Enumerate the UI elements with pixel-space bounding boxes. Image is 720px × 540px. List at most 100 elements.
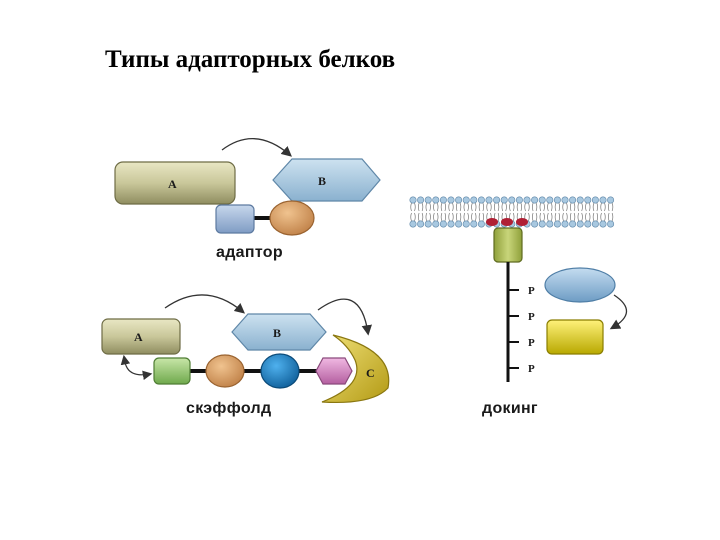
docking-caption: докинг	[482, 400, 538, 417]
scaffold-arrow-c	[317, 298, 372, 336]
phosphosite-label: P	[528, 337, 535, 349]
phosphosite-label: P	[528, 311, 535, 323]
scaffold-protein-a	[101, 318, 181, 355]
lipid-tail	[608, 212, 614, 222]
lipid-tail	[440, 212, 446, 222]
lipid-head	[508, 196, 516, 204]
lipid-tail	[600, 212, 606, 222]
lipid-head	[576, 196, 584, 204]
lipid-head	[455, 196, 463, 204]
lipid-head	[493, 196, 501, 204]
scaffold-protein-b	[231, 313, 327, 351]
lipid-head	[576, 220, 584, 228]
lipid-tail	[554, 212, 560, 222]
scaffold-protein-b-label: B	[273, 326, 281, 340]
lipid-head	[591, 220, 599, 228]
scaffold-protein-a-label: A	[134, 330, 143, 344]
lipid-tail	[577, 202, 583, 212]
lipid-tail	[448, 212, 454, 222]
lipid-head	[477, 196, 485, 204]
lipid-tail	[418, 202, 424, 212]
lipid-tail	[471, 202, 477, 212]
phosphosite-label: P	[528, 363, 535, 375]
phosphosite-label: P	[528, 285, 535, 297]
adaptor-panel: A B адаптор	[114, 138, 381, 261]
lipid-tail	[501, 202, 507, 212]
lipid-head	[424, 196, 432, 204]
lipid-head	[424, 220, 432, 228]
lipid-head	[599, 196, 607, 204]
lipid-head	[447, 196, 455, 204]
lipid-head	[538, 196, 546, 204]
lipid-tail	[456, 202, 462, 212]
lipid-head	[432, 220, 440, 228]
scaffold-arrow-ab	[164, 294, 245, 314]
lipid-head	[561, 220, 569, 228]
lipid-head	[417, 220, 425, 228]
scaffold-caption: скэффолд	[186, 400, 271, 417]
lipid-tail	[592, 212, 598, 222]
lipid-head	[462, 196, 470, 204]
adaptor-square-domain	[215, 204, 255, 234]
lipid-tail	[478, 202, 484, 212]
lipid-head	[462, 220, 470, 228]
docking-yellow-block	[546, 319, 604, 355]
lipid-tail	[463, 202, 469, 212]
lipid-tail	[448, 202, 454, 212]
lipid-tail	[410, 202, 416, 212]
lipid-tail	[570, 202, 576, 212]
lipid-tail	[608, 202, 614, 212]
lipid-head	[439, 196, 447, 204]
lipid-tail	[516, 202, 522, 212]
lipid-head	[569, 196, 577, 204]
lipid-tail	[585, 212, 591, 222]
lipid-head	[531, 220, 539, 228]
lipid-head	[569, 220, 577, 228]
lipid-tail	[554, 202, 560, 212]
lipid-head	[470, 220, 478, 228]
lipid-tail	[471, 212, 477, 222]
lipid-head	[591, 196, 599, 204]
adaptor-protein-a-label: A	[168, 177, 177, 191]
lipid-tail	[463, 212, 469, 222]
receptor-base	[493, 227, 523, 263]
adaptor-caption: адаптор	[216, 244, 283, 261]
phosphosites: P P P P	[508, 285, 535, 375]
lipid-head	[409, 196, 417, 204]
lipid-tail	[532, 202, 538, 212]
docking-blue-oval	[544, 267, 616, 303]
lipid-head	[515, 196, 523, 204]
lipid-tail	[592, 202, 598, 212]
lipid-tail	[425, 212, 431, 222]
lipid-head	[523, 196, 531, 204]
lipid-head	[553, 220, 561, 228]
lipid-tail	[539, 202, 545, 212]
lipid-tail	[433, 202, 439, 212]
lipid-head	[447, 220, 455, 228]
adaptor-arrow	[221, 138, 292, 157]
adaptor-protein-b-label: B	[318, 174, 326, 188]
lipid-tail	[562, 202, 568, 212]
lipid-tail	[524, 202, 530, 212]
scaffold-protein-c-label: C	[366, 366, 375, 380]
lipid-tail	[547, 202, 553, 212]
scaffold-blue-domain	[260, 353, 300, 389]
lipid-tail	[509, 202, 515, 212]
receptor-head-3	[516, 218, 528, 226]
lipid-tail	[585, 202, 591, 212]
lipid-head	[477, 220, 485, 228]
docking-panel: P P P P докинг	[409, 196, 628, 417]
lipid-head	[538, 220, 546, 228]
lipid-head	[470, 196, 478, 204]
lipid-head	[531, 196, 539, 204]
lipid-tail	[600, 202, 606, 212]
receptor-head-2	[501, 218, 513, 226]
lipid-head	[439, 220, 447, 228]
lipid-tail	[486, 202, 492, 212]
lipid-tail	[456, 212, 462, 222]
scaffold-orange-domain	[205, 354, 245, 388]
lipid-head	[409, 220, 417, 228]
lipid-head	[500, 196, 508, 204]
lipid-head	[546, 196, 554, 204]
